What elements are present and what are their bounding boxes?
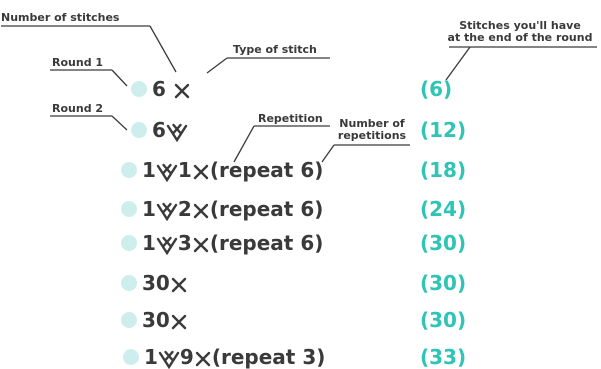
stitch-count: 1 — [142, 197, 156, 221]
label-repetition: Repetition — [258, 112, 323, 125]
single-crochet-icon — [193, 237, 209, 252]
label-round-1: Round 1 — [52, 56, 104, 69]
stitch-count: 9 — [179, 345, 194, 369]
round-bullet-dot — [121, 201, 137, 217]
round-bullet-dot — [123, 349, 139, 365]
single-crochet-icon — [195, 351, 211, 366]
round-instruction: 6 — [152, 118, 188, 142]
label-stitches-end-line1: Stitches you'll have — [459, 19, 581, 32]
repeat-instruction: (repeat 3) — [211, 345, 326, 369]
total-stitches-count: (24) — [420, 197, 467, 221]
round-bullet-dot — [121, 235, 137, 251]
total-stitches-count: (12) — [420, 118, 467, 142]
stitch-count: 2 — [177, 197, 192, 221]
stitch-count: 1 — [142, 231, 156, 255]
leader-number-of-repetitions — [321, 144, 335, 163]
leader-stitches-end — [445, 46, 471, 81]
label-number-of-stitches: Number of stitches — [1, 11, 120, 24]
leader-type-of-stitch — [206, 57, 228, 74]
single-crochet-icon — [193, 203, 209, 218]
stitch-count: 30 — [142, 308, 170, 332]
increase-stitch-icon — [166, 123, 188, 142]
stitch-count: 1 — [144, 345, 158, 369]
increase-stitch-icon — [156, 236, 178, 255]
leader-number-of-stitches — [149, 25, 177, 73]
stitch-count: 3 — [177, 231, 192, 255]
round-bullet-dot — [131, 81, 147, 97]
leader-round-2 — [111, 115, 128, 131]
total-stitches-count: (30) — [420, 231, 467, 255]
label-num-rep-line1: Number of — [339, 117, 405, 130]
round-instruction: 30 — [142, 308, 188, 332]
round-instruction: 6 — [152, 77, 191, 101]
single-crochet-icon — [174, 83, 190, 98]
label-stitches-end-line2: at the end of the round — [447, 31, 593, 44]
single-crochet-icon — [171, 314, 187, 329]
label-stitches-end-of-round: Stitches you'll have at the end of the r… — [440, 20, 600, 44]
stitch-count: 1 — [142, 158, 156, 182]
round-bullet-dot — [131, 122, 147, 138]
repeat-instruction: (repeat 6) — [209, 197, 324, 221]
stitch-count: 1 — [177, 158, 192, 182]
single-crochet-icon — [193, 164, 209, 179]
total-stitches-count: (33) — [420, 345, 467, 369]
stitch-count: 6 — [152, 77, 166, 101]
label-num-rep-line2: repetitions — [337, 129, 407, 142]
total-stitches-count: (6) — [420, 77, 453, 101]
stitch-count: 6 — [152, 118, 166, 142]
round-bullet-dot — [121, 275, 137, 291]
increase-stitch-icon — [156, 202, 178, 221]
stitch-count: 30 — [142, 271, 170, 295]
label-number-of-repetitions: Number of repetitions — [332, 118, 412, 142]
leader-repetition — [233, 125, 255, 163]
round-bullet-dot — [121, 162, 137, 178]
leader-round-1 — [111, 69, 128, 87]
total-stitches-count: (18) — [420, 158, 467, 182]
round-bullet-dot — [121, 312, 137, 328]
repeat-instruction: (repeat 6) — [209, 231, 324, 255]
total-stitches-count: (30) — [420, 308, 467, 332]
label-round-2: Round 2 — [52, 102, 104, 115]
increase-stitch-icon — [156, 163, 178, 182]
label-type-of-stitch: Type of stitch — [233, 43, 317, 56]
single-crochet-icon — [171, 277, 187, 292]
repeat-instruction: (repeat 6) — [209, 158, 324, 182]
increase-stitch-icon — [158, 350, 180, 369]
round-instruction: 30 — [142, 271, 188, 295]
total-stitches-count: (30) — [420, 271, 467, 295]
